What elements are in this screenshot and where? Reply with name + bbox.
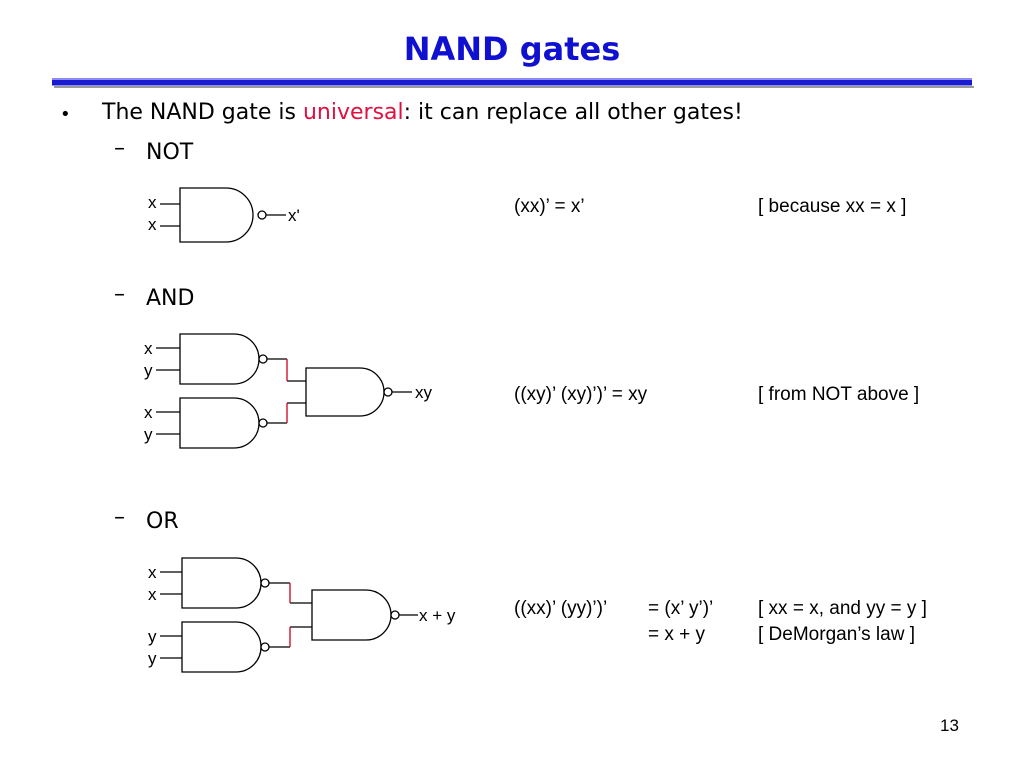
or-output-label: x + y [419,606,456,625]
and-equation: ((xy)’ (xy)’)’ = xy [514,384,648,405]
or-equation-step-1: = (x’ y’)’ [648,598,714,619]
or-top-inversion-bubble [260,578,270,588]
or-top-input-1-label: x [148,563,157,582]
or-top-input-2-label: x [148,585,157,604]
slide-title: NAND gates [403,30,621,68]
title-underline [52,78,972,86]
and-dash: – [114,282,125,307]
and-bottom-input-1-label: x [144,403,153,422]
bullet-text-start: The NAND gate is [102,100,303,125]
universal-highlight: universal [302,100,404,125]
bullet-text-end: : it can replace all other gates! [403,100,743,125]
title-underline-shadow [54,86,974,88]
or-note-2: [ DeMorgan’s law ] [758,624,915,645]
not-heading: NOT [146,140,194,165]
or-final-nand-gate [311,589,392,641]
or-bottom-input-2-label: y [148,649,157,668]
and-final-nand-gate [305,367,385,417]
not-input-2-label: x [148,215,157,234]
and-top-inversion-bubble [258,354,268,364]
and-final-inversion-bubble [383,387,393,397]
or-bottom-input-1-label: y [148,627,157,646]
and-top-input-2-label: y [144,361,153,380]
page-number: 13 [940,716,959,735]
or-dash: – [114,505,125,530]
and-circuit-diagram: x y x y xy [144,333,433,449]
and-output-label: xy [415,383,433,402]
and-heading: AND [146,286,195,311]
not-dash: – [114,136,125,161]
or-circuit-diagram: x x y y x + y [148,557,456,673]
and-bottom-nand-gate [179,397,260,449]
or-final-inversion-bubble [390,610,400,620]
bullet-marker: • [60,104,71,125]
or-note-1: [ xx = x, and yy = y ] [758,598,927,619]
not-note: [ because xx = x ] [758,196,907,217]
or-bottom-inversion-bubble [260,642,270,652]
and-bottom-input-2-label: y [144,425,153,444]
not-inversion-bubble [257,210,267,220]
or-heading: OR [146,509,179,534]
not-input-1-label: x [148,193,157,212]
bullet-text: The NAND gate is universal: it can repla… [102,100,743,125]
and-note: [ from NOT above ] [758,384,920,405]
not-circuit-diagram: x x x' [148,187,300,243]
or-top-nand-gate [181,557,262,609]
not-nand-gate [179,187,254,243]
and-bottom-inversion-bubble [258,418,268,428]
or-bottom-nand-gate [181,621,262,673]
not-equation: (xx)’ = x’ [514,196,585,217]
not-output-label: x' [288,206,300,225]
and-top-input-1-label: x [144,339,153,358]
or-equation-lhs: ((xx)’ (yy)’)’ [514,598,608,619]
or-equation-step-2: = x + y [648,624,706,645]
and-top-nand-gate [179,333,260,385]
